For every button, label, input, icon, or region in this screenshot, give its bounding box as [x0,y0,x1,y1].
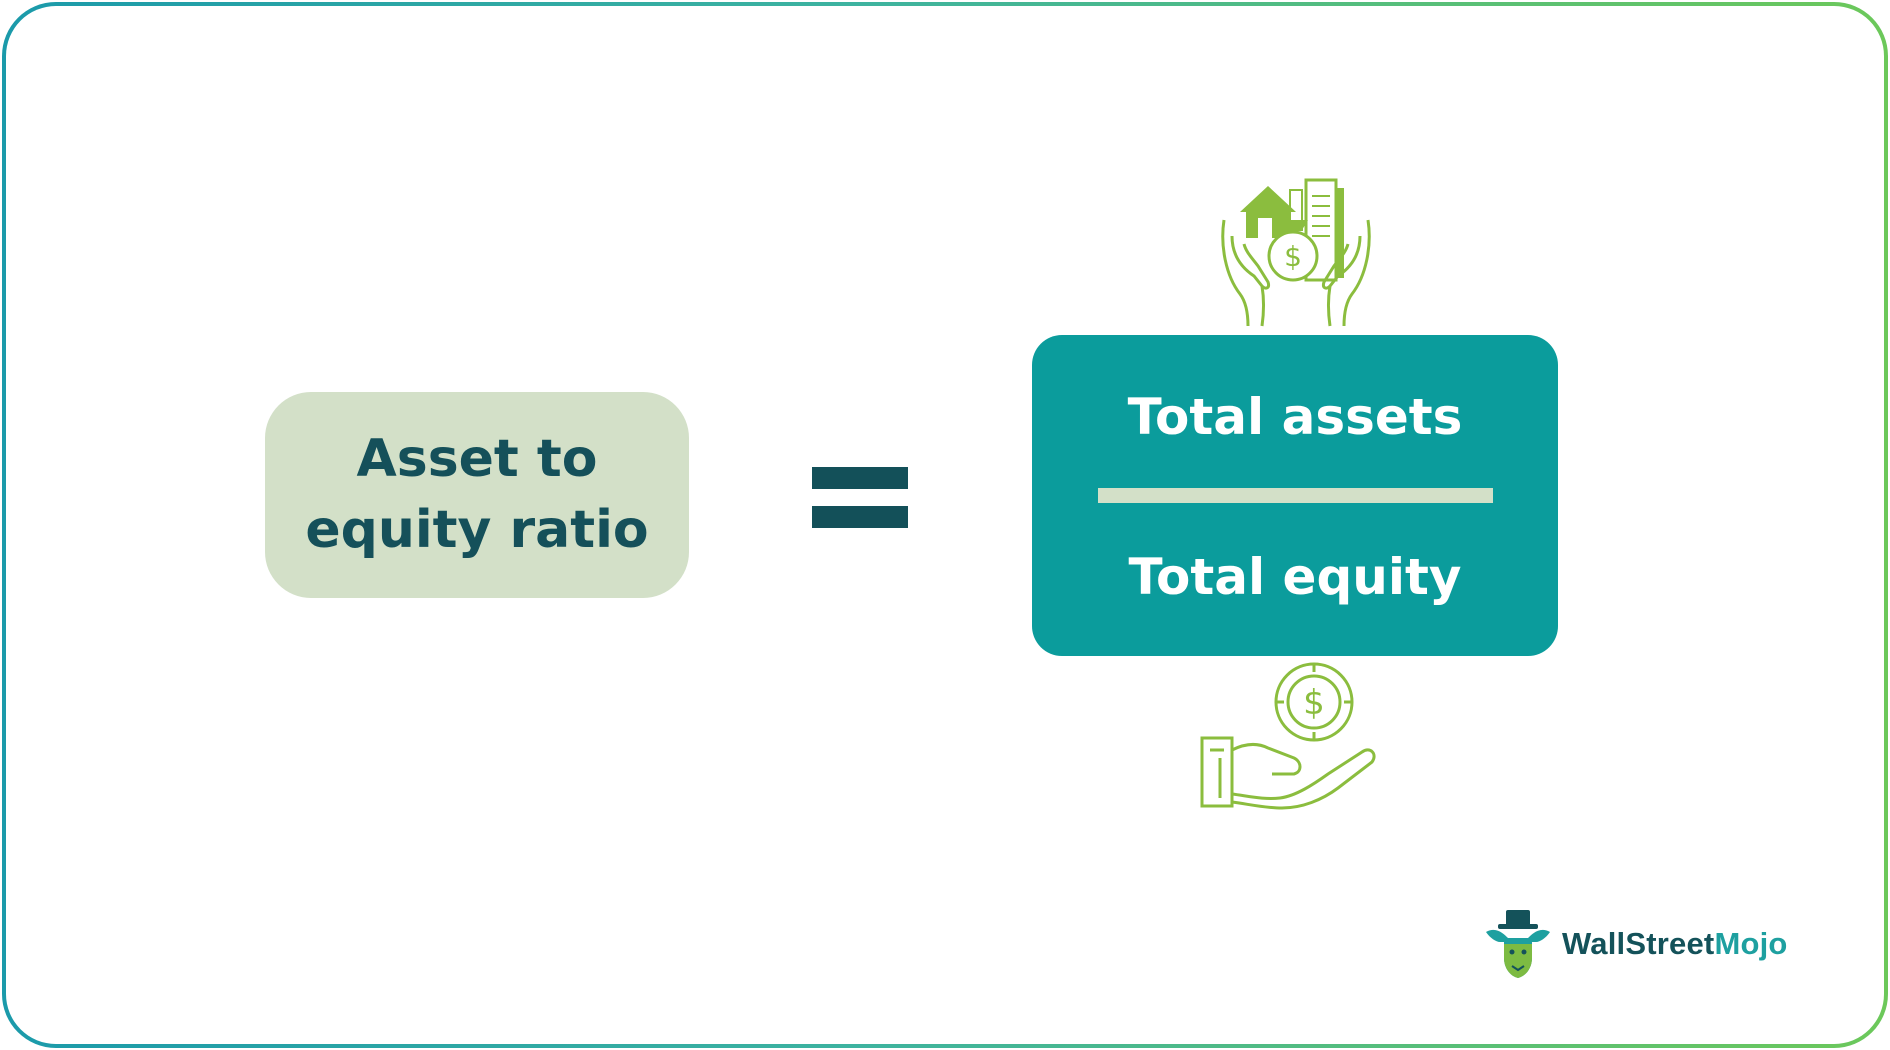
logo-wordmark-part1: WallStreet [1562,926,1715,961]
svg-text:$: $ [1284,240,1302,273]
wallstreetmojo-logo: WallStreetMojo [1482,908,1788,980]
logo-wordmark-part2: Mojo [1714,926,1788,961]
bull-top-hat-icon [1486,910,1550,978]
lhs-box: Asset to equity ratio [265,392,689,598]
numerator-label: Total assets [1127,388,1463,446]
denominator-label: Total equity [1128,548,1462,606]
svg-text:$: $ [1303,683,1325,723]
equals-bar-top [812,467,908,489]
hand-dollar-coin-icon: $ [1200,662,1376,810]
equals-bar-bottom [812,506,908,528]
hands-holding-money-bag-icon: $ [1221,178,1371,327]
logo-wordmark: WallStreetMojo [1562,926,1788,962]
fraction-line [1098,488,1493,503]
equals-sign [812,467,908,528]
fraction-box: Total assets Total equity [1032,335,1558,656]
lhs-label: Asset to equity ratio [305,429,649,560]
